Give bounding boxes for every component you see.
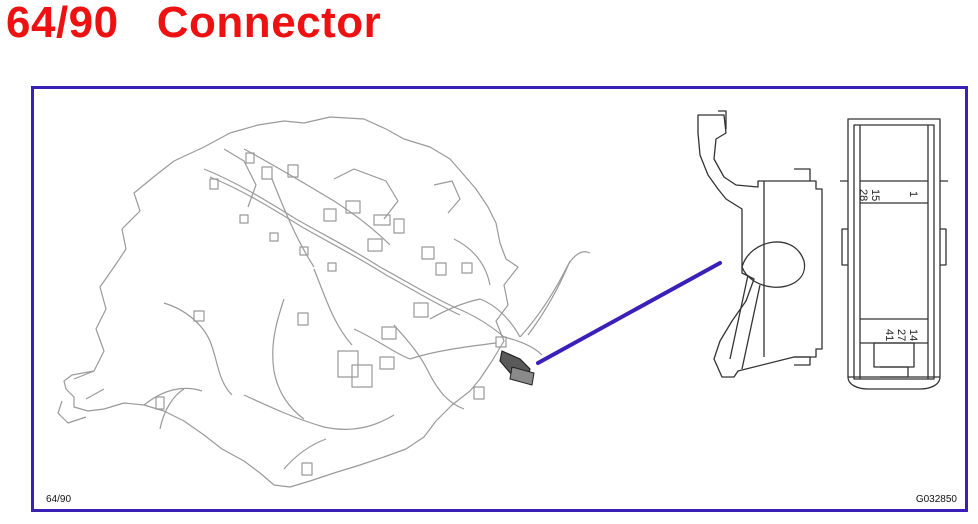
figure-caption-left: 64/90 [46,494,72,505]
highlighted-connector-icon [499,350,535,386]
pin-number: 15 [869,189,881,201]
figure-caption-right: G032850 [915,494,957,505]
diagram-frame: 1 15 28 14 27 41 64/90 G032850 [31,86,968,512]
page-title: 64/90 Connector [6,0,382,47]
engine-outline [63,116,519,488]
pin-number: 41 [883,329,895,341]
harness-wire [203,168,505,338]
pointer-line [536,261,722,365]
engine-harness-diagram: 1 15 28 14 27 41 [57,110,948,488]
pin-number: 27 [895,329,907,341]
pin-number: 28 [857,189,869,201]
pin-number: 14 [907,329,919,341]
connector-front-view [840,118,948,390]
connector-side-view [697,110,823,378]
pin-number: 1 [907,191,919,197]
